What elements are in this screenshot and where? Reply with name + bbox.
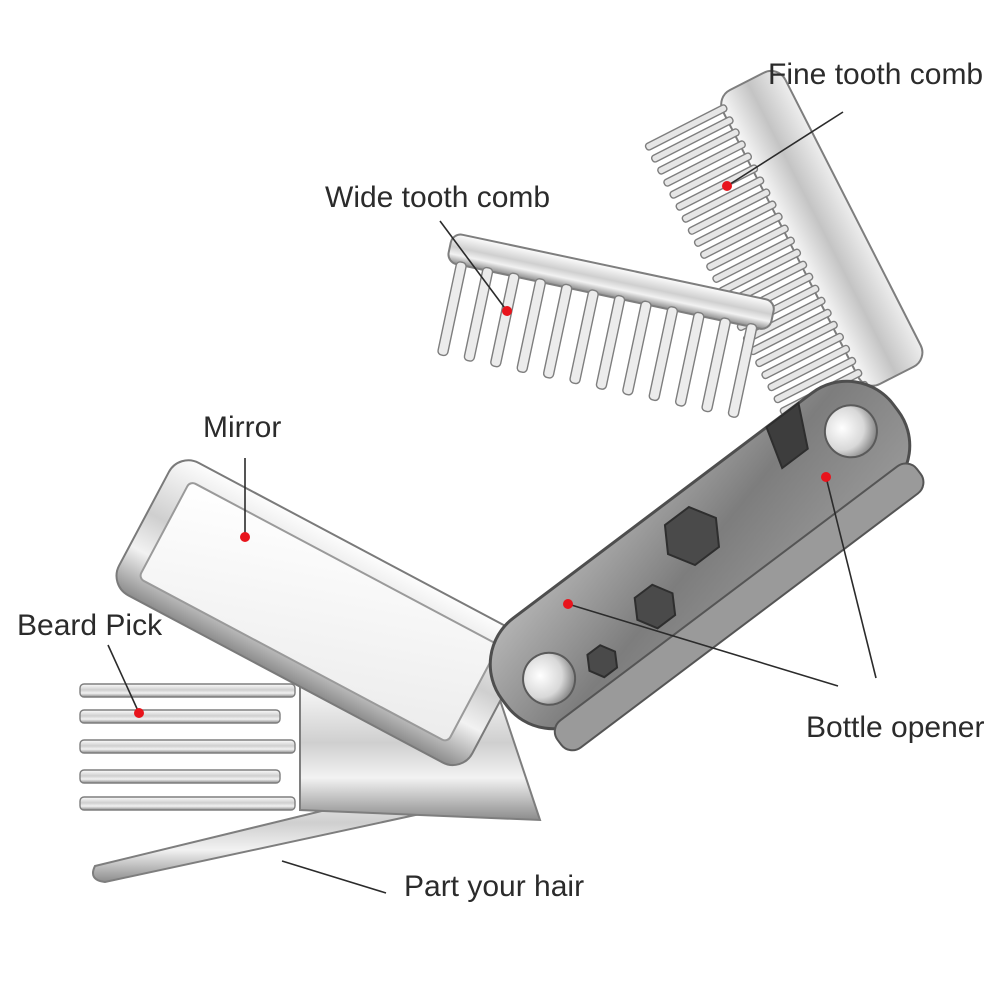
fine-comb-tooth xyxy=(755,320,838,368)
handle-back-plate xyxy=(553,462,925,752)
beard-pick-tine xyxy=(79,683,296,698)
wide-comb-tooth xyxy=(542,283,573,379)
wide-comb-tooth xyxy=(437,261,467,357)
leader-bottle-opener-2 xyxy=(825,476,877,679)
wide-comb-tooth xyxy=(490,272,520,368)
beard-pick-tine xyxy=(79,769,281,784)
label-part-your-hair: Part your hair xyxy=(404,870,585,903)
mirror-glass xyxy=(139,482,499,742)
label-fine-tooth-comb: Fine tooth comb xyxy=(768,58,984,91)
label-wide-tooth-comb: Wide tooth comb xyxy=(325,181,551,214)
leader-wide-comb xyxy=(439,220,508,312)
leader-lines xyxy=(107,111,877,894)
marker-bottle-opener-1 xyxy=(563,599,573,609)
bottle-opener-notch xyxy=(765,401,809,470)
wide-comb-tooth xyxy=(516,278,546,374)
fine-comb-tooth xyxy=(712,236,795,283)
fine-comb-tooth xyxy=(663,140,746,187)
marker-beard-pick xyxy=(134,708,144,718)
fine-comb-tooth xyxy=(761,332,845,380)
beard-pick-tine xyxy=(79,709,281,724)
fine-comb-tooth xyxy=(644,104,728,151)
wide-tooth-comb xyxy=(437,233,775,418)
label-beard-pick: Beard Pick xyxy=(17,609,163,642)
wide-comb-teeth xyxy=(437,261,758,418)
wide-comb-spine xyxy=(447,233,775,330)
callout-markers xyxy=(134,181,831,718)
marker-mirror xyxy=(240,532,250,542)
fine-comb-tooth xyxy=(681,176,765,223)
fine-comb-tooth xyxy=(706,224,789,271)
fine-tooth-comb xyxy=(644,69,924,428)
hex-socket-small xyxy=(586,644,619,679)
fine-comb-tooth xyxy=(669,152,753,199)
wide-comb-tooth xyxy=(648,306,679,402)
wide-comb-tooth xyxy=(463,266,494,362)
tool-handle xyxy=(488,379,925,752)
fine-comb-tooth xyxy=(767,344,851,392)
leader-bottle-opener-1 xyxy=(567,603,839,687)
wide-comb-tooth xyxy=(701,317,731,413)
label-mirror: Mirror xyxy=(203,411,282,444)
mirror xyxy=(115,459,526,767)
wide-comb-tooth xyxy=(569,289,599,385)
wide-comb-tooth xyxy=(622,300,652,396)
wide-comb-tooth xyxy=(727,323,758,418)
wide-comb-tooth xyxy=(675,311,705,407)
leader-part-hair xyxy=(281,860,387,894)
beard-pick-tines xyxy=(79,683,296,811)
fine-comb-tooth xyxy=(700,212,783,259)
rivet-bottom xyxy=(522,651,577,706)
beard-pick-tine xyxy=(79,796,296,811)
wide-comb-tooth xyxy=(595,294,626,390)
fine-comb-tooth xyxy=(693,200,777,247)
beard-pick-tine xyxy=(79,739,296,754)
leader-fine-comb xyxy=(726,111,844,187)
rivet-top xyxy=(823,404,878,459)
label-bottle-opener: Bottle opener xyxy=(806,711,985,744)
leader-beard-pick xyxy=(107,644,140,714)
marker-bottle-opener-2 xyxy=(821,472,831,482)
marker-fine-comb xyxy=(722,181,732,191)
marker-wide-comb xyxy=(502,306,512,316)
fine-comb-tooth xyxy=(657,128,740,175)
fine-comb-tooth xyxy=(650,116,734,163)
hex-socket-large xyxy=(663,505,721,567)
fine-comb-tooth xyxy=(773,356,857,404)
fine-comb-tooth xyxy=(687,188,771,235)
fine-comb-teeth xyxy=(644,104,869,428)
hex-socket-medium xyxy=(633,583,677,630)
